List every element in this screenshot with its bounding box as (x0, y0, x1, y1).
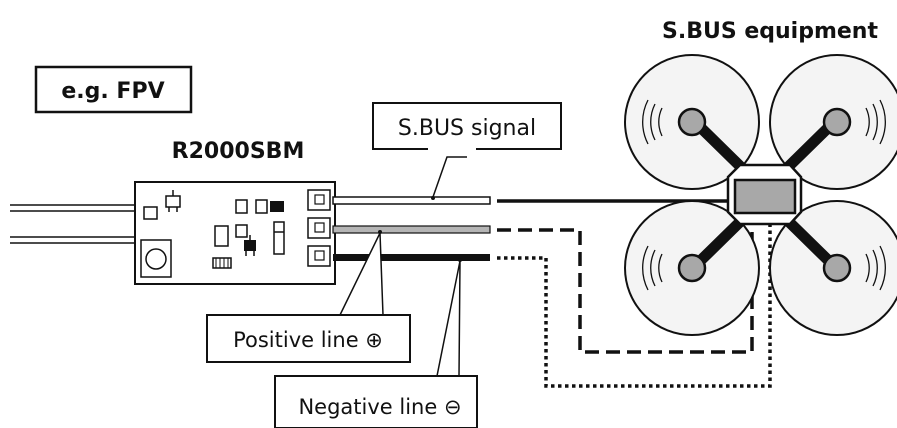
signal-label: S.BUS signal (398, 116, 536, 141)
equipment-title: S.BUS equipment (662, 19, 878, 44)
positive-wire (332, 225, 491, 234)
receiver-module-icon (134, 181, 336, 285)
negative-connection (497, 222, 772, 388)
quadcopter-icon (624, 54, 897, 336)
antenna-leads (10, 204, 135, 244)
signal-callout: S.BUS signal (372, 102, 562, 200)
positive-connection (497, 222, 754, 354)
example-label: e.g. FPV (61, 79, 164, 104)
example-label-box: e.g. FPV (34, 65, 193, 114)
negative-label: Negative line ⊖ (298, 395, 461, 419)
signal-wire (332, 196, 491, 205)
positive-label: Positive line ⊕ (233, 328, 383, 352)
cable-bundle (332, 196, 491, 261)
negative-wire (333, 254, 490, 261)
negative-callout: Negative line ⊖ (274, 258, 478, 428)
positive-callout: Positive line ⊕ (206, 230, 411, 363)
receiver-name: R2000SBM (172, 139, 305, 164)
